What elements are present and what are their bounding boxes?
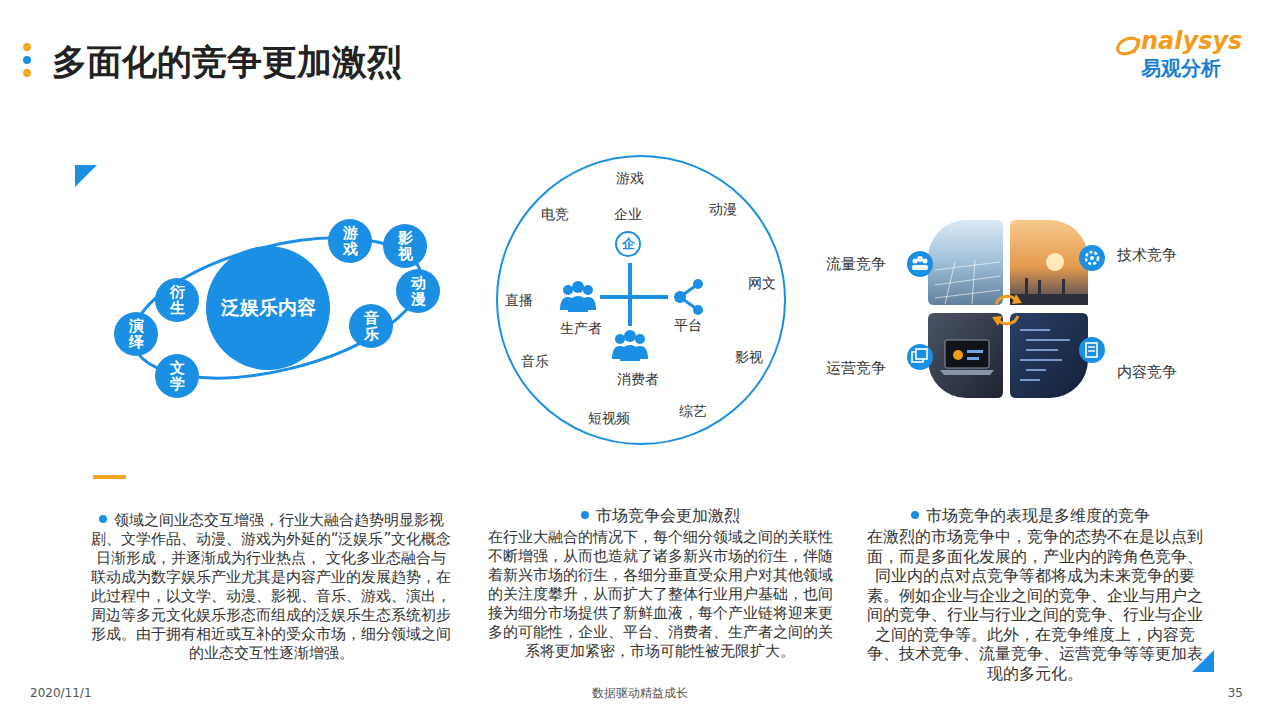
slide-title: 多面化的竞争更加激烈 (52, 40, 402, 84)
ring-label: 音乐 (521, 353, 549, 369)
logo-swoosh (1115, 35, 1141, 57)
node-label: 影视 (398, 230, 413, 263)
tile-icon (907, 251, 933, 277)
title-dot (23, 56, 31, 64)
ring-circle: 游戏电竞 动漫直播 网文影视 音乐综艺 短视频 企业生产者 平台消费者 企 (496, 155, 786, 445)
orbit-circle: 动漫 (396, 269, 440, 313)
sun (1046, 253, 1064, 271)
tile-icon (1079, 337, 1105, 363)
body-paragraph: 在激烈的市场竞争中，竞争的态势不在是以点到面，而是多面化发展的，产业内的跨角色竞… (867, 528, 1203, 683)
arrow-head (992, 316, 1002, 326)
competition-label-box: 运营竞争 (826, 359, 886, 377)
ring-label: 消费者 (617, 371, 659, 387)
bullet-dot (581, 511, 589, 519)
cross-line (600, 295, 668, 299)
orbit-circle: 游戏 (328, 219, 372, 263)
icon-circle: 企 (615, 231, 641, 257)
ring-label: 短视频 (588, 410, 630, 426)
orbit-circle: 影视 (383, 224, 427, 268)
ring-circle: 企业生产者 平台消费者 企 (541, 200, 741, 400)
logo-text-box: 易观分析 (1141, 56, 1221, 80)
hub-circle: 泛娱乐内容 (206, 246, 330, 370)
tile-icon (1079, 245, 1105, 271)
orbit-ellipse (118, 212, 435, 404)
body-paragraph-box: 在激烈的市场竞争中，竞争的态势不在是以点到面，而是多面化发展的，产业内的跨角色竞… (866, 528, 1204, 684)
footer-slogan-box: 数据驱动精益成长 (540, 685, 740, 701)
body-paragraph-box: 在行业大融合的情况下，每个细分领域之间的关联性不断增强，从而也造就了诸多新兴市场… (486, 528, 834, 661)
page-number-box: 35 (1195, 685, 1243, 701)
competition-label-box: 流量竞争 (826, 255, 886, 273)
icon-glyph: 企 (622, 235, 635, 253)
ring-label: 生产者 (560, 320, 602, 336)
ring-label: 平台 (674, 317, 702, 333)
orbit-circle: 音乐 (349, 304, 393, 348)
node-label: 音乐 (364, 310, 379, 343)
accent-bar (93, 475, 126, 479)
column-heading-box: 市场竞争会更加激烈 (470, 507, 850, 527)
photo-tile (1010, 220, 1088, 305)
photo-tile (928, 220, 1003, 305)
photo-tile (928, 313, 1003, 398)
footer-date-box: 2020/11/1 (30, 685, 92, 701)
column-heading: 市场竞争会更加激烈 (596, 507, 740, 525)
network-icon (674, 279, 703, 315)
column-heading: 市场竞争的表现是多维度的竞争 (926, 507, 1150, 525)
ring-label: 企业 (614, 206, 642, 222)
body-paragraph: 在行业大融合的情况下，每个细分领域之间的关联性不断增强，从而也造就了诸多新兴市场… (488, 528, 833, 660)
cross-line (628, 263, 632, 326)
logo-text: 易观分析 (1141, 56, 1221, 80)
node-label: 动漫 (411, 275, 426, 308)
tile-icon (907, 344, 933, 370)
ring-label: 游戏 (616, 170, 644, 186)
competition-label-box: 技术竞争 (1117, 246, 1177, 264)
node-label: 文学 (170, 360, 185, 393)
ring-label: 动漫 (709, 201, 737, 217)
laptop (940, 340, 994, 375)
competition-label: 技术竞争 (1117, 246, 1177, 264)
arrow-head (1012, 294, 1022, 304)
node-label: 衍生 (170, 284, 185, 317)
node-label: 泛娱乐内容 (221, 295, 316, 321)
people-icon (560, 281, 596, 312)
ring-label: 综艺 (679, 403, 707, 419)
code-lines (1020, 330, 1070, 380)
competition-label: 内容竞争 (1117, 363, 1177, 381)
competition-label: 流量竞争 (826, 255, 886, 273)
bullet-dot (99, 515, 107, 523)
competition-label: 运营竞争 (826, 359, 886, 377)
footer-slogan: 数据驱动精益成长 (592, 686, 688, 700)
orbit-circle: 演绎 (114, 312, 158, 356)
corner-triangle (75, 165, 97, 187)
title-dot (23, 69, 31, 77)
people-icon (612, 330, 648, 361)
logo-text: nalysys (1141, 27, 1242, 55)
logo-swoosh (1134, 40, 1139, 52)
body-paragraph-box: 领域之间业态交互增强，行业大融合趋势明显影视剧、文学作品、动漫、游戏为外延的“泛… (90, 511, 452, 663)
ring-label: 网文 (748, 275, 776, 291)
ring-label: 直播 (505, 292, 533, 308)
title-dot (23, 43, 31, 51)
bullet-dot (911, 511, 919, 519)
body-paragraph: 领域之间业态交互增强，行业大融合趋势明显影视剧、文学作品、动漫、游戏为外延的“泛… (91, 511, 452, 662)
footer-date: 2020/11/1 (30, 686, 92, 700)
page-number: 35 (1228, 686, 1243, 700)
silhouettes (1010, 278, 1088, 305)
logo-text-box: nalysys (1141, 27, 1242, 55)
orbit-circle: 文学 (155, 354, 199, 398)
orbit-circle: 衍生 (155, 278, 199, 322)
photo-tile (1010, 313, 1088, 398)
node-label: 游戏 (343, 225, 358, 258)
ring-label: 影视 (735, 349, 763, 365)
column-heading-box: 市场竞争的表现是多维度的竞争 (840, 507, 1220, 527)
ring-label: 电竞 (541, 206, 569, 222)
glass-grid (935, 260, 1000, 304)
competition-label-box: 内容竞争 (1117, 363, 1177, 381)
node-label: 演绎 (129, 318, 144, 351)
